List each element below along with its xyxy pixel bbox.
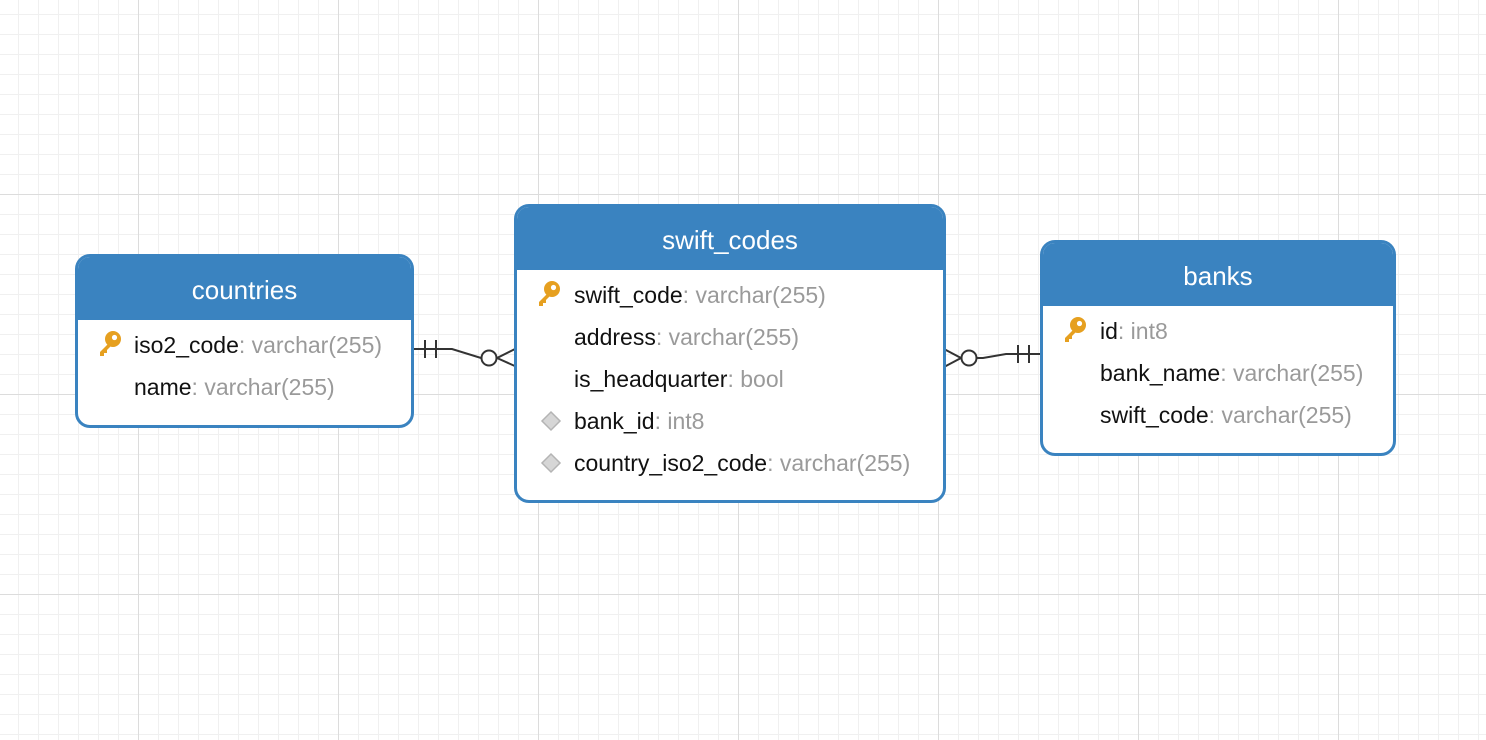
field-type: : varchar(255) [191, 374, 335, 400]
field-row[interactable]: swift_code: varchar(255) [517, 274, 943, 316]
primary-key-icon [96, 324, 130, 366]
field-row[interactable]: name: varchar(255) [78, 366, 411, 408]
foreign-key-diamond-icon [539, 400, 573, 442]
field-type: : int8 [654, 408, 705, 434]
table-header[interactable]: countries [78, 257, 411, 320]
zero-circle-marker [480, 349, 498, 367]
field-name: address [574, 324, 656, 350]
field-list: iso2_code: varchar(255) name: varchar(25… [78, 320, 411, 408]
relation-banks-swift-codes[interactable] [943, 345, 1042, 368]
field-name: iso2_code [134, 332, 239, 358]
field-row[interactable]: bank_name: varchar(255) [1043, 352, 1393, 394]
field-list: swift_code: varchar(255) address: varcha… [517, 270, 943, 484]
field-row[interactable]: swift_code: varchar(255) [1043, 394, 1393, 436]
field-row[interactable]: country_iso2_code: varchar(255) [517, 442, 943, 484]
field-type: : varchar(255) [767, 450, 911, 476]
relation-line [413, 348, 516, 359]
table-title: countries [191, 275, 298, 305]
field-type: : varchar(255) [682, 282, 826, 308]
field-name: bank_id [574, 408, 655, 434]
field-type: : varchar(255) [238, 332, 383, 358]
field-row[interactable]: bank_id: int8 [517, 400, 943, 442]
field-name: name [134, 374, 192, 400]
field-name: id [1100, 318, 1118, 344]
field-row[interactable]: iso2_code: varchar(255) [78, 324, 411, 366]
field-name: swift_code [574, 282, 683, 308]
primary-key-icon [535, 274, 569, 316]
zero-circle-marker [960, 349, 978, 367]
field-type: : varchar(255) [1220, 360, 1364, 386]
field-list: id: int8 bank_name: varchar(255) swift_c… [1043, 306, 1393, 436]
field-type: : varchar(255) [655, 324, 799, 350]
field-name: is_headquarter [574, 366, 728, 392]
table-title: banks [1183, 261, 1253, 291]
table-header[interactable]: swift_codes [517, 207, 943, 270]
field-row[interactable]: address: varchar(255) [517, 316, 943, 358]
foreign-key-diamond-icon [539, 442, 573, 484]
field-name: country_iso2_code [574, 450, 768, 476]
table-title: swift_codes [662, 225, 798, 255]
field-name: bank_name [1100, 360, 1221, 386]
field-type: : bool [727, 366, 784, 392]
relation-countries-swift-codes[interactable] [413, 340, 518, 368]
table-swift-codes[interactable]: swift_codes swift_code: varchar(255) add… [514, 204, 946, 503]
primary-key-icon [1061, 310, 1095, 352]
table-countries[interactable]: countries iso2_code: varchar(255) name: … [75, 254, 414, 428]
field-name: swift_code [1100, 402, 1209, 428]
relation-line [943, 348, 1042, 359]
table-header[interactable]: banks [1043, 243, 1393, 306]
field-row[interactable]: id: int8 [1043, 310, 1393, 352]
field-type: : int8 [1117, 318, 1168, 344]
field-type: : varchar(255) [1208, 402, 1352, 428]
field-row[interactable]: is_headquarter: bool [517, 358, 943, 400]
crow-foot-marker [496, 357, 518, 368]
crow-foot-marker [943, 357, 962, 368]
table-banks[interactable]: banks id: int8 bank_name: varchar(255) s… [1040, 240, 1396, 456]
